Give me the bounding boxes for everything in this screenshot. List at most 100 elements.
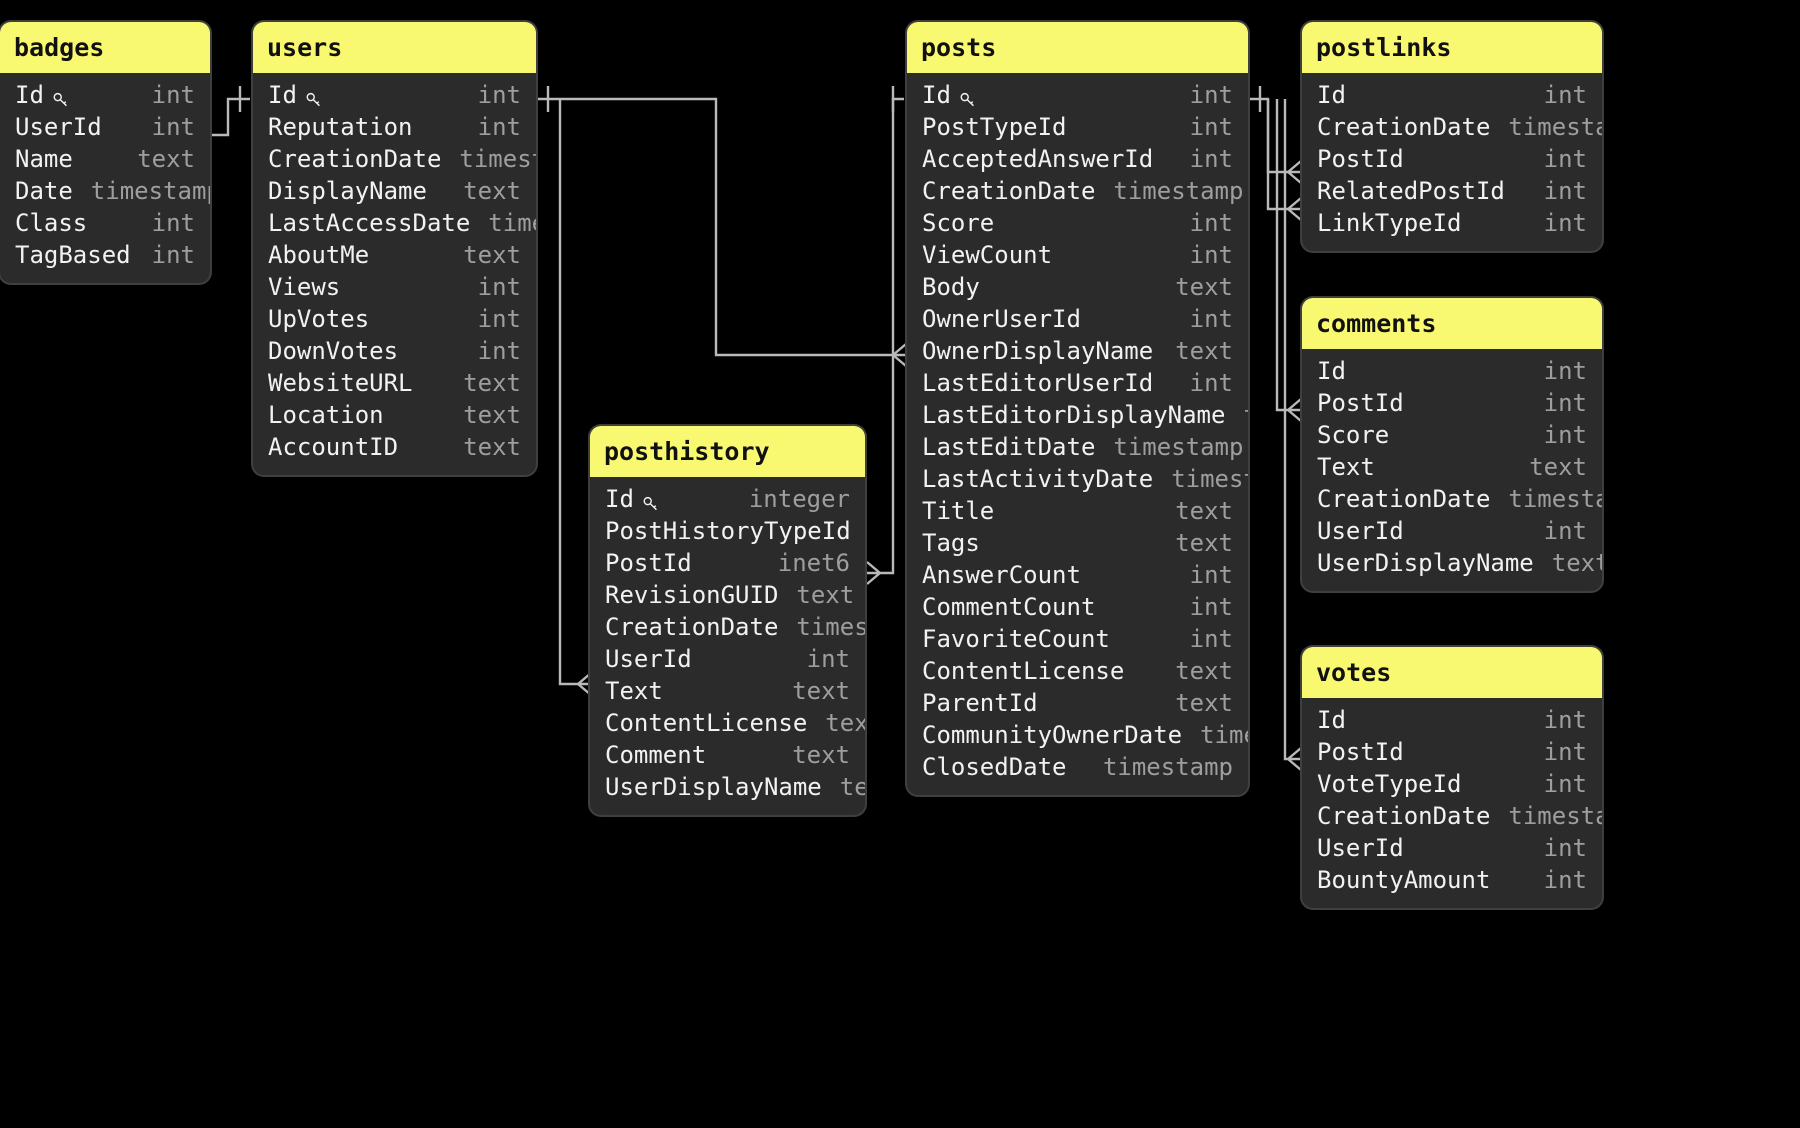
column-name: PostId <box>1317 738 1404 766</box>
table-title-postlinks[interactable]: postlinks <box>1302 22 1602 73</box>
column-name-cell: UserDisplayName <box>1317 549 1534 577</box>
column-name-cell: UpVotes <box>268 305 369 333</box>
table-title-posts[interactable]: posts <box>907 22 1248 73</box>
column-type: int <box>1543 177 1587 205</box>
table-card-postlinks[interactable]: postlinksIdintCreationDatetimestampPostI… <box>1302 22 1602 251</box>
column-name-cell: PostId <box>1317 389 1404 417</box>
column-name-cell: Id <box>15 81 70 109</box>
column-name-cell: Comment <box>605 741 706 769</box>
column-name-cell: PostId <box>605 549 692 577</box>
column-name-cell: VoteTypeId <box>1317 770 1462 798</box>
table-title-comments[interactable]: comments <box>1302 298 1602 349</box>
column-name-cell: CreationDate <box>268 145 441 173</box>
table-row[interactable]: LastAccessDatetimestamp <box>253 207 536 239</box>
column-name: CommunityOwnerDate <box>922 721 1183 749</box>
table-title-posthistory[interactable]: posthistory <box>590 426 865 477</box>
column-type: text <box>1175 657 1233 685</box>
table-row[interactable]: UserDisplayNametext <box>590 771 865 803</box>
table-title-votes[interactable]: votes <box>1302 647 1602 698</box>
table-title-users[interactable]: users <box>253 22 536 73</box>
column-name-cell: Name <box>15 145 73 173</box>
table-title-badges[interactable]: badges <box>0 22 210 73</box>
table-row[interactable]: CommunityOwnerDatetimestamp <box>907 719 1248 751</box>
table-row[interactable]: LastActivityDatetimestamp <box>907 463 1248 495</box>
column-name: AboutMe <box>268 241 370 269</box>
table-row[interactable]: LastEditorDisplayNametext <box>907 399 1248 431</box>
table-row[interactable]: PostHistoryTypeIdint <box>590 515 865 547</box>
table-card-posthistory[interactable]: posthistoryIdintegerPostHistoryTypeIdint… <box>590 426 865 815</box>
column-type: text <box>796 581 855 609</box>
column-name: Name <box>15 145 73 173</box>
column-name: VoteTypeId <box>1317 770 1462 798</box>
table-row[interactable]: UserDisplayNametext <box>1302 547 1602 579</box>
column-name-cell: Class <box>15 209 87 237</box>
